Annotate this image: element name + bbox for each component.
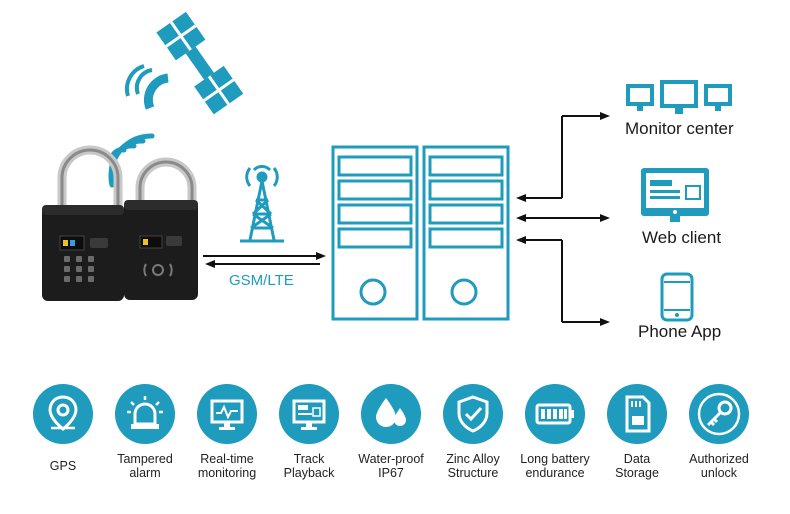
feature-gps: GPS xyxy=(22,384,104,480)
web-client-icon xyxy=(641,168,709,222)
feature-track-playback: Track Playback xyxy=(268,384,350,480)
phone-icon xyxy=(660,272,694,322)
feature-tampered-alarm: Tampered alarm xyxy=(104,384,186,480)
key-icon xyxy=(689,384,749,444)
feature-label: Zinc Alloy Structure xyxy=(446,452,500,480)
feature-label: Real-time monitoring xyxy=(197,452,257,480)
feature-label: Track Playback xyxy=(283,452,335,480)
battery-icon xyxy=(525,384,585,444)
feature-zinc-alloy: Zinc Alloy Structure xyxy=(432,384,514,480)
shield-check-icon xyxy=(443,384,503,444)
track-playback-icon xyxy=(279,384,339,444)
feature-label: Tampered alarm xyxy=(117,452,173,480)
feature-waterproof: Water-proof IP67 xyxy=(350,384,432,480)
system-diagram xyxy=(42,11,732,326)
feature-data-storage: Data Storage xyxy=(596,384,678,480)
location-pin-icon xyxy=(33,384,93,444)
server-rack-right xyxy=(422,145,510,321)
web-client-label: Web client xyxy=(642,228,722,247)
client-connectors xyxy=(516,112,610,326)
cell-tower-icon xyxy=(240,165,284,243)
padlock-rfid xyxy=(124,157,198,300)
phone-app-label: Phone App xyxy=(638,322,722,341)
monitor-center-icon xyxy=(626,80,732,114)
water-drops-icon xyxy=(361,384,421,444)
sd-card-icon xyxy=(607,384,667,444)
feature-label: Long battery endurance xyxy=(520,452,590,480)
monitor-center-label: Monitor center xyxy=(625,119,734,138)
gsm-lte-label: GSM/LTE xyxy=(229,272,294,289)
alarm-siren-icon xyxy=(115,384,175,444)
satellite-icon xyxy=(124,11,244,115)
feature-authorized-unlock: Authorized unlock xyxy=(678,384,760,480)
gsm-link-arrows xyxy=(203,252,326,268)
feature-label: GPS xyxy=(49,459,77,473)
server-rack-left xyxy=(331,145,419,321)
feature-battery: Long battery endurance xyxy=(514,384,596,480)
feature-realtime-monitoring: Real-time monitoring xyxy=(186,384,268,480)
feature-label: Authorized unlock xyxy=(689,452,749,480)
padlock-keypad xyxy=(42,145,124,301)
feature-label: Data Storage xyxy=(615,452,659,480)
feature-label: Water-proof IP67 xyxy=(358,452,424,480)
monitor-pulse-icon xyxy=(197,384,257,444)
